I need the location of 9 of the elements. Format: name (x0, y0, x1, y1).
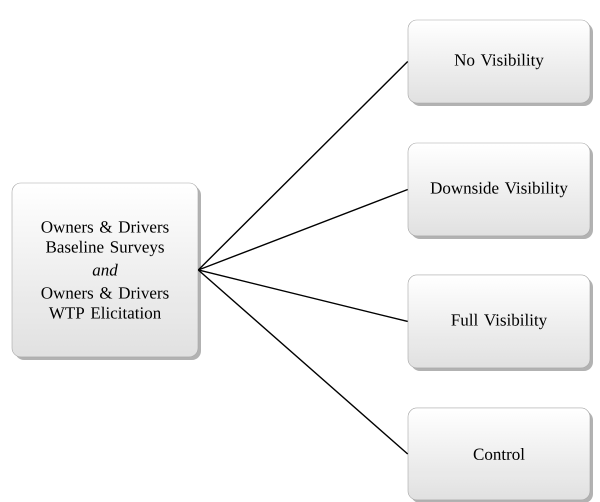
connector-line (198, 269, 408, 322)
process-box: Full Visibility (408, 274, 593, 371)
process-box: No Visibility (408, 20, 593, 106)
connector-line (198, 188, 408, 271)
process-box: Downside Visibility (408, 142, 593, 239)
connector-line (198, 269, 408, 455)
connector-line (198, 61, 408, 270)
process-box: Control (408, 408, 593, 502)
source-box: Owners & Drivers Baseline Surveys and Owners & Drivers WTP Elicitation (12, 182, 201, 360)
